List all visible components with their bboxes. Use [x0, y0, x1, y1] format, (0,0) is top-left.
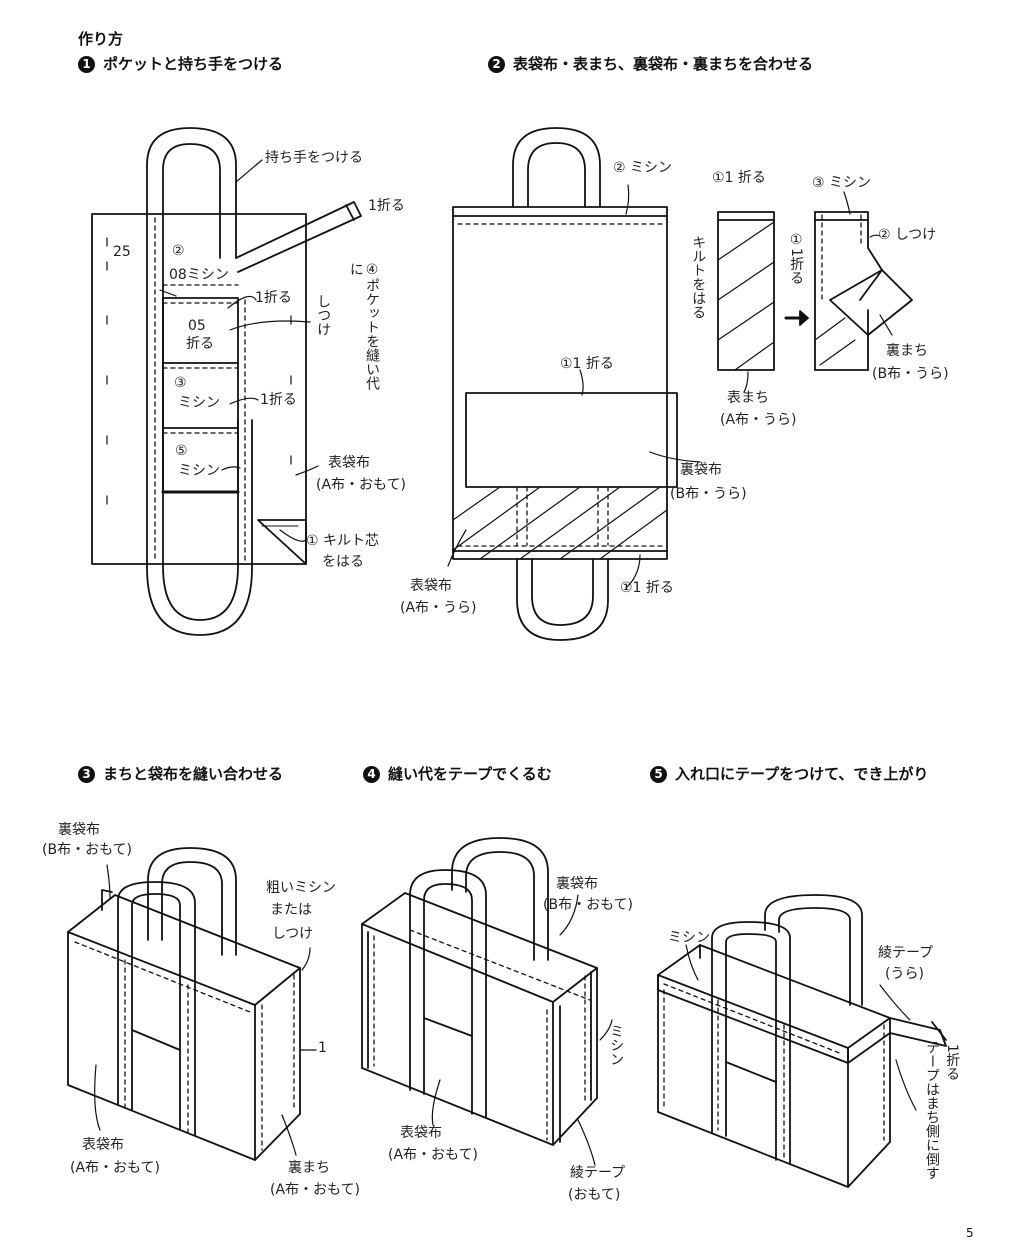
label-inner-gusset-a: 裏まち: [886, 343, 928, 359]
step2-gussets: [717, 191, 913, 393]
label-s5-bias-a: 綾テープ: [878, 945, 934, 961]
label-c5: ⑤: [175, 443, 188, 459]
label-s4-sewing: ミシン: [608, 1024, 625, 1066]
page-number: 5: [966, 1226, 974, 1240]
label-basting2: ② しつけ: [878, 227, 937, 243]
label-outer-bag-b2: (A布・うら): [400, 600, 477, 616]
label-rough-c: しつけ: [272, 926, 314, 942]
label-outer-bag-b: (A布・おもて): [316, 477, 406, 493]
label-quilt2: キルトをはる: [690, 235, 707, 319]
label-sewing5: ミシン: [178, 463, 220, 479]
label-inner-bag-a: 裏袋布: [680, 462, 722, 478]
label-c2: ②: [172, 243, 185, 259]
step1-drawing: [91, 127, 362, 636]
label-fold-mid: 1折る: [255, 290, 292, 306]
label-gusset-fold: ①1 折る: [712, 170, 766, 186]
label-basting: しつけ: [315, 294, 332, 336]
step4-drawing: [361, 837, 613, 1166]
label-outer-bag-a2: 表袋布: [410, 578, 452, 594]
label-fold05-b: 折る: [186, 336, 214, 352]
label-fold-top: 1折る: [368, 198, 405, 214]
step2-drawing: [447, 127, 701, 641]
label-s3-inner-bag-b: (B布・おもて): [42, 842, 132, 858]
label-s5-bias-b: (うら): [885, 966, 924, 982]
label-sewing2: ② ミシン: [613, 160, 673, 176]
label-fold05-a: 05: [188, 318, 206, 334]
label-sew08: 08ミシン: [169, 267, 229, 283]
label-sewing3-2: ③ ミシン: [812, 175, 872, 191]
label-s3-outer-bag-b: (A布・おもて): [70, 1160, 160, 1176]
label-s4-inner-bag-b: (B布・おもて): [543, 897, 633, 913]
label-s4-outer-bag-a: 表袋布: [400, 1125, 442, 1141]
label-c3: ③: [174, 375, 187, 391]
label-s3-inner-bag-a: 裏袋布: [58, 822, 100, 838]
label-one: 1: [318, 1040, 327, 1056]
label-quilt-a: ① キルト芯: [306, 533, 380, 549]
label-fold-bottom: ①1 折る: [620, 580, 674, 596]
label-sewing3: ミシン: [178, 395, 220, 411]
label-s3-inner-gusset-b: (A布・おもて): [270, 1182, 360, 1198]
label-s5-fold: 1折る: [944, 1044, 961, 1081]
label-s3-outer-bag-a: 表袋布: [82, 1137, 124, 1153]
label-pocket-seam: ④ポケットを縫い代に: [347, 262, 380, 390]
label-s4-outer-bag-b: (A布・おもて): [388, 1147, 478, 1163]
label-attach-handle: 持ち手をつける: [265, 150, 363, 166]
label-outer-bag-a: 表袋布: [328, 455, 370, 471]
label-s5-tape-note: テープはまち側に倒す: [924, 1040, 940, 1180]
label-25: 25: [113, 244, 131, 260]
label-fold-low: 1折る: [260, 392, 297, 408]
label-s3-inner-gusset-a: 裏まち: [288, 1160, 330, 1176]
label-inner-bag-b: (B布・うら): [670, 486, 747, 502]
label-inner-gusset-b: (B布・うら): [872, 366, 949, 382]
label-fold-side: ①1折る: [788, 232, 805, 285]
label-fold-in: ①1 折る: [560, 356, 614, 372]
step3-drawing: [67, 847, 317, 1161]
label-rough-b: または: [270, 902, 312, 918]
label-s4-inner-bag-a: 裏袋布: [556, 876, 598, 892]
method-title: 作り方: [78, 30, 124, 48]
label-s4-bias-a: 綾テープ: [570, 1165, 626, 1181]
step5-drawing: [657, 894, 947, 1188]
label-s5-sewing: ミシン: [668, 930, 710, 946]
label-rough-a: 粗いミシン: [266, 880, 336, 896]
label-s4-bias-b: (おもて): [568, 1187, 621, 1203]
label-quilt-b: をはる: [322, 554, 364, 570]
label-outer-gusset-b: (A布・うら): [720, 412, 797, 428]
label-outer-gusset-a: 表まち: [727, 390, 769, 406]
